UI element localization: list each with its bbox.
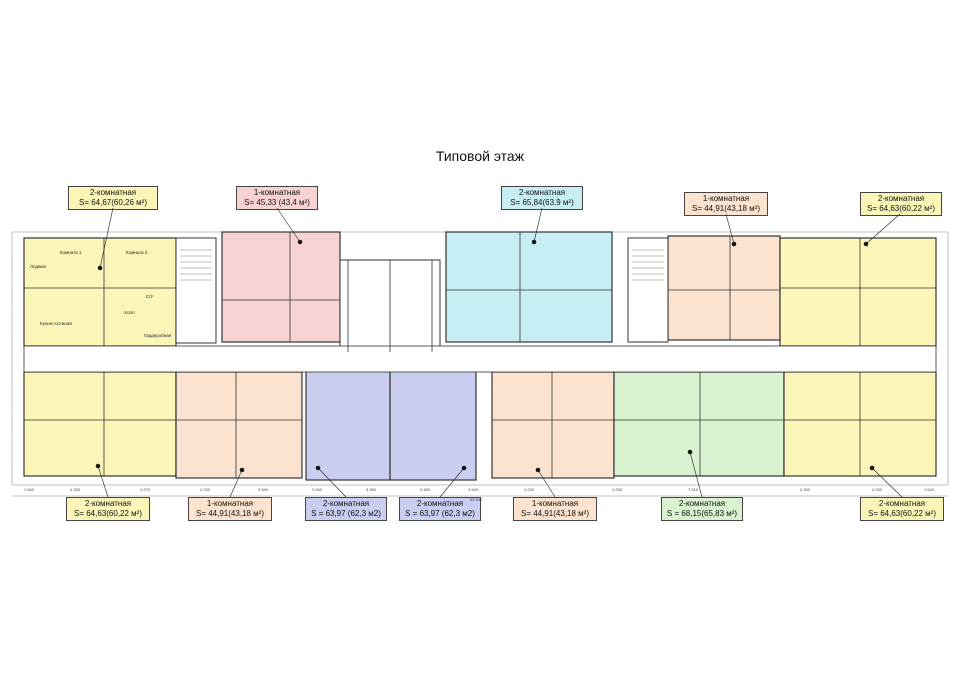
- stair-right: [627, 237, 669, 343]
- apartment-area: S = 63,97 (62,3 м2): [311, 509, 381, 518]
- apartment-type: 2-комнатная: [877, 194, 925, 203]
- apartment-area-blue-right: [389, 351, 477, 481]
- room-label: Холл: [124, 310, 135, 315]
- stair-steps: [180, 249, 664, 281]
- room-label: Комната 1: [60, 250, 82, 255]
- apartment-type: 2-комнатная: [416, 499, 464, 508]
- apartment-area: S= 64,67(60,26 м²): [79, 198, 147, 207]
- apartment-label-bottom-5: 1-комнатная S= 44,91(43,18 м²): [513, 497, 597, 521]
- apartment-type: 1-комнатная: [702, 194, 750, 203]
- dimension-text: 4 260: [800, 487, 811, 492]
- leader-lines: [95, 207, 903, 498]
- apartment-area-peach-top: [667, 235, 781, 341]
- dimension-text: 4 330: [872, 487, 883, 492]
- apartment-area: S = 63,97 (62,3 м2): [405, 509, 475, 518]
- apartment-area-left-top: [23, 237, 177, 347]
- apartment-area-right-top: [779, 237, 937, 347]
- apartment-area: S= 45,33 (43,4 м²): [244, 198, 310, 207]
- apartment-area-pink: [221, 231, 341, 343]
- dimension-text-total: 65 840: [470, 497, 483, 502]
- dimension-text: 3 540: [258, 487, 269, 492]
- apartment-area: S= 44,91(43,18 м²): [521, 509, 589, 518]
- apartment-type: 2-комнатная: [878, 499, 926, 508]
- dimension-texts: 1 640 4 330 4 270 4 230 3 540 3 460 3 58…: [24, 487, 935, 502]
- apartment-area: S= 65,84(63,9 м²): [510, 198, 574, 207]
- dimension-text: 4 230: [200, 487, 211, 492]
- apartment-type: 1-комнатная: [253, 188, 301, 197]
- apartment-type: 1-комнатная: [531, 499, 579, 508]
- apartment-label-bottom-2: 1-комнатная S= 44,91(43,18 м²): [188, 497, 272, 521]
- apartment-type: 2-комнатная: [518, 188, 566, 197]
- dimension-text: 7 510: [688, 487, 699, 492]
- room-labels: Комната 1 Комната 2 Кухня-гостиная Холл …: [30, 250, 172, 338]
- apartment-type: 2-комнатная: [678, 499, 726, 508]
- apartment-area: S= 64,63(60,22 м²): [867, 204, 935, 213]
- page-title: Типовой этаж: [435, 148, 525, 164]
- apartment-label-top-1: 2-комнатная S= 64,67(60,26 м²): [68, 186, 158, 210]
- apartment-type: 1-комнатная: [206, 499, 254, 508]
- dimension-text: 4 250: [612, 487, 623, 492]
- room-label: С/У: [146, 294, 154, 299]
- apartment-type: 2-комнатная: [89, 188, 137, 197]
- dimension-text: 4 270: [140, 487, 151, 492]
- apartment-label-bottom-6: 2-комнатная S = 68,15(65,83 м²): [661, 497, 743, 521]
- apartment-label-top-3: 2-комнатная S= 65,84(63,9 м²): [501, 186, 583, 210]
- apartment-label-top-5: 2-комнатная S= 64,63(60,22 м²): [860, 192, 942, 216]
- apartment-type: 2-комнатная: [322, 499, 370, 508]
- dimension-text: 3 460: [312, 487, 323, 492]
- dimension-text: 3 540: [468, 487, 479, 492]
- room-label: Гардеробная: [144, 333, 172, 338]
- apartment-area: S= 44,91(43,18 м²): [196, 509, 264, 518]
- apartment-label-top-2: 1-комнатная S= 45,33 (43,4 м²): [236, 186, 318, 210]
- apartment-area: S= 64,63(60,22 м²): [868, 509, 936, 518]
- dimension-lines: [11, 231, 949, 497]
- apartment-area-peach-bottom-left: [175, 371, 303, 479]
- apartment-label-top-4: 1-комнатная S= 44,91(43,18 м²): [684, 192, 768, 216]
- apartment-area-peach-bottom-right: [491, 371, 615, 479]
- apartment-area-cyan: [445, 231, 613, 343]
- apartment-area: S = 68,15(65,83 м²): [666, 509, 738, 518]
- apartment-label-bottom-3: 2-комнатная S = 63,97 (62,3 м2): [305, 497, 387, 521]
- apartment-label-bottom-7: 2-комнатная S= 64,63(60,22 м²): [860, 497, 944, 521]
- stair-left: [175, 237, 217, 344]
- dimension-text: 4 330: [70, 487, 81, 492]
- apartment-area: S= 64,63(60,22 м²): [74, 509, 142, 518]
- dimension-text: 3 580: [366, 487, 377, 492]
- interior-walls: [24, 232, 936, 478]
- apartment-area-green: [613, 371, 785, 477]
- apartment-type: 2-комнатная: [84, 499, 132, 508]
- main-corridor: [23, 345, 937, 373]
- apartment-area: S= 44,91(43,18 м²): [692, 204, 760, 213]
- dimension-text: 3 460: [420, 487, 431, 492]
- room-label: Кухня-гостиная: [40, 321, 72, 326]
- apartment-label-bottom-4: 2-комнатная S = 63,97 (62,3 м2): [399, 497, 481, 521]
- dimension-text: 4 230: [524, 487, 535, 492]
- dimension-text: 1 640: [924, 487, 935, 492]
- room-label: Лоджия: [30, 264, 47, 269]
- apartment-label-bottom-1: 2-комнатная S= 64,63(60,22 м²): [66, 497, 150, 521]
- dimension-text: 1 640: [24, 487, 35, 492]
- room-label: Комната 2: [126, 250, 148, 255]
- apartment-area-left-bottom: [23, 371, 177, 477]
